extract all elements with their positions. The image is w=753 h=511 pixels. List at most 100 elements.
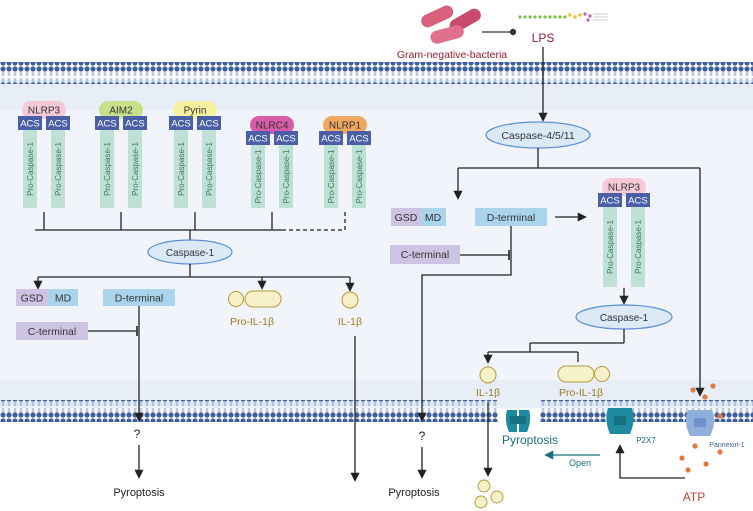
svg-text:Pro-Caspase-1: Pro-Caspase-1 xyxy=(205,142,214,196)
svg-text:Caspase-1: Caspase-1 xyxy=(166,248,215,259)
svg-text:Pro-Caspase-1: Pro-Caspase-1 xyxy=(103,142,112,196)
gsdmd-pore-channel-icon xyxy=(505,410,531,432)
inflammasome-group: NLRP3ACSPro-Caspase-1ACSPro-Caspase-1AIM… xyxy=(18,101,371,230)
p2x7-label: P2X7 xyxy=(636,436,656,445)
svg-text:NLRP3: NLRP3 xyxy=(28,106,61,117)
svg-text:Pro-Caspase-1: Pro-Caspase-1 xyxy=(282,149,291,203)
left-pyrin-pro-caspase1-2: Pro-Caspase-1 xyxy=(202,130,216,208)
svg-text:C-terminal: C-terminal xyxy=(401,249,449,261)
left-gsdmd: GSD MD xyxy=(16,289,78,306)
left-nlrp1-acs-2: ACS xyxy=(347,131,371,145)
left-il1b-label: IL-1β xyxy=(338,316,362,328)
svg-text:ACS: ACS xyxy=(600,196,620,207)
right-il1b-icon xyxy=(479,366,497,384)
svg-text:Pro-Caspase-1: Pro-Caspase-1 xyxy=(254,149,263,203)
left-nlrp1-pro-caspase1-1: Pro-Caspase-1 xyxy=(324,145,338,208)
left-pyrin-pro-caspase1-1: Pro-Caspase-1 xyxy=(174,130,188,208)
left-nlrp1-sensor-badge: NLRP1 xyxy=(323,116,367,134)
pannexin-label: Pannexin-1 xyxy=(709,442,745,449)
cytoplasm-glow xyxy=(0,110,753,380)
left-aim2-pro-caspase1-1: Pro-Caspase-1 xyxy=(100,130,114,208)
top-membrane xyxy=(0,62,753,84)
left-pyrin-sensor-badge: Pyrin xyxy=(173,101,217,119)
right-nlrp3-sensor-badge: NLRP3 xyxy=(602,178,646,196)
bottom-membrane-right xyxy=(540,400,753,422)
left-nlrp3-acs-2: ACS xyxy=(46,116,70,130)
right-d-terminal: D-terminal xyxy=(475,208,547,226)
right-gsdmd: GSD MD xyxy=(391,208,446,226)
left-aim2-pro-caspase1-2: Pro-Caspase-1 xyxy=(128,130,142,208)
svg-text:ACS: ACS xyxy=(125,119,145,130)
svg-text:Pro-Caspase-1: Pro-Caspase-1 xyxy=(606,220,615,274)
right-nlrp3-pro-caspase1-2: Pro-Caspase-1 xyxy=(631,207,645,287)
svg-text:Pro-Caspase-1: Pro-Caspase-1 xyxy=(131,142,140,196)
left-nlrc4-acs-1: ACS xyxy=(246,131,270,145)
lps-molecule-icon xyxy=(518,12,608,22)
right-caspase-4511: Caspase-4/5/11 xyxy=(485,121,591,149)
pyroptosis-channel-label: Pyroptosis xyxy=(502,433,558,447)
svg-text:Pro-Caspase-1: Pro-Caspase-1 xyxy=(355,149,364,203)
left-nlrp1-acs-1: ACS xyxy=(319,131,343,145)
left-nlrc4-pro-caspase1-2: Pro-Caspase-1 xyxy=(279,145,293,208)
left-il1b-icon xyxy=(341,291,359,309)
bacteria-lps-dot xyxy=(509,28,517,36)
svg-text:ACS: ACS xyxy=(321,134,341,145)
left-aim2-acs-1: ACS xyxy=(95,116,119,130)
svg-text:NLRP3: NLRP3 xyxy=(608,183,641,194)
svg-text:ACS: ACS xyxy=(20,119,40,130)
svg-text:Pro-Caspase-1: Pro-Caspase-1 xyxy=(327,149,336,203)
svg-text:ACS: ACS xyxy=(97,119,117,130)
svg-text:MD: MD xyxy=(55,293,72,305)
p2x7-channel-icon xyxy=(606,408,634,434)
left-pro-il1b-label: Pro-IL-1β xyxy=(230,316,274,328)
svg-text:NLRC4: NLRC4 xyxy=(256,121,289,132)
left-pyrin-acs-1: ACS xyxy=(169,116,193,130)
atp-label: ATP xyxy=(683,490,705,504)
svg-text:D-terminal: D-terminal xyxy=(487,212,535,224)
left-pyrin-acs-2: ACS xyxy=(197,116,221,130)
right-pro-il1b-icon xyxy=(557,365,610,383)
svg-text:Caspase-1: Caspase-1 xyxy=(600,313,649,324)
right-nlrp3-acs-2: ACS xyxy=(626,193,650,207)
lps-label: LPS xyxy=(532,31,555,45)
svg-text:ACS: ACS xyxy=(248,134,268,145)
right-il1b-label: IL-1β xyxy=(476,387,500,399)
left-nlrp3-pro-caspase1-2: Pro-Caspase-1 xyxy=(51,130,65,208)
svg-text:Caspase-4/5/11: Caspase-4/5/11 xyxy=(501,130,575,142)
svg-text:ACS: ACS xyxy=(628,196,648,207)
right-nlrp3-pro-caspase1-1: Pro-Caspase-1 xyxy=(603,207,617,287)
left-nlrp1-pro-caspase1-2: Pro-Caspase-1 xyxy=(352,145,366,208)
left-nlrc4-pro-caspase1-1: Pro-Caspase-1 xyxy=(251,145,265,208)
svg-text:Pro-Caspase-1: Pro-Caspase-1 xyxy=(54,142,63,196)
left-aim2-acs-2: ACS xyxy=(123,116,147,130)
right-dterm-down xyxy=(417,226,512,422)
released-il1b-particles xyxy=(474,479,504,509)
svg-text:AIM2: AIM2 xyxy=(109,106,133,117)
left-pro-il1b-icon xyxy=(228,290,282,308)
left-d-terminal: D-terminal xyxy=(103,289,175,306)
left-nlrc4-sensor-badge: NLRC4 xyxy=(250,116,294,134)
bottom-membrane-left xyxy=(0,400,498,422)
svg-text:GSD: GSD xyxy=(395,212,418,224)
svg-text:Pro-Caspase-1: Pro-Caspase-1 xyxy=(26,142,35,196)
right-c-terminal: C-terminal xyxy=(390,245,460,264)
left-nlrp3-sensor-badge: NLRP3 xyxy=(22,101,66,119)
right-pyroptosis-label: Pyroptosis xyxy=(388,487,440,499)
atp-to-p2x7-arrow xyxy=(615,444,685,479)
left-nlrc4-acs-2: ACS xyxy=(274,131,298,145)
svg-text:GSD: GSD xyxy=(21,293,44,305)
pannexin1-channel-icon xyxy=(685,410,715,436)
svg-text:Pyrin: Pyrin xyxy=(184,106,207,117)
svg-text:MD: MD xyxy=(425,212,442,224)
svg-text:Pro-Caspase-1: Pro-Caspase-1 xyxy=(177,142,186,196)
svg-text:Pro-Caspase-1: Pro-Caspase-1 xyxy=(634,220,643,274)
bacteria-icon xyxy=(421,5,481,44)
